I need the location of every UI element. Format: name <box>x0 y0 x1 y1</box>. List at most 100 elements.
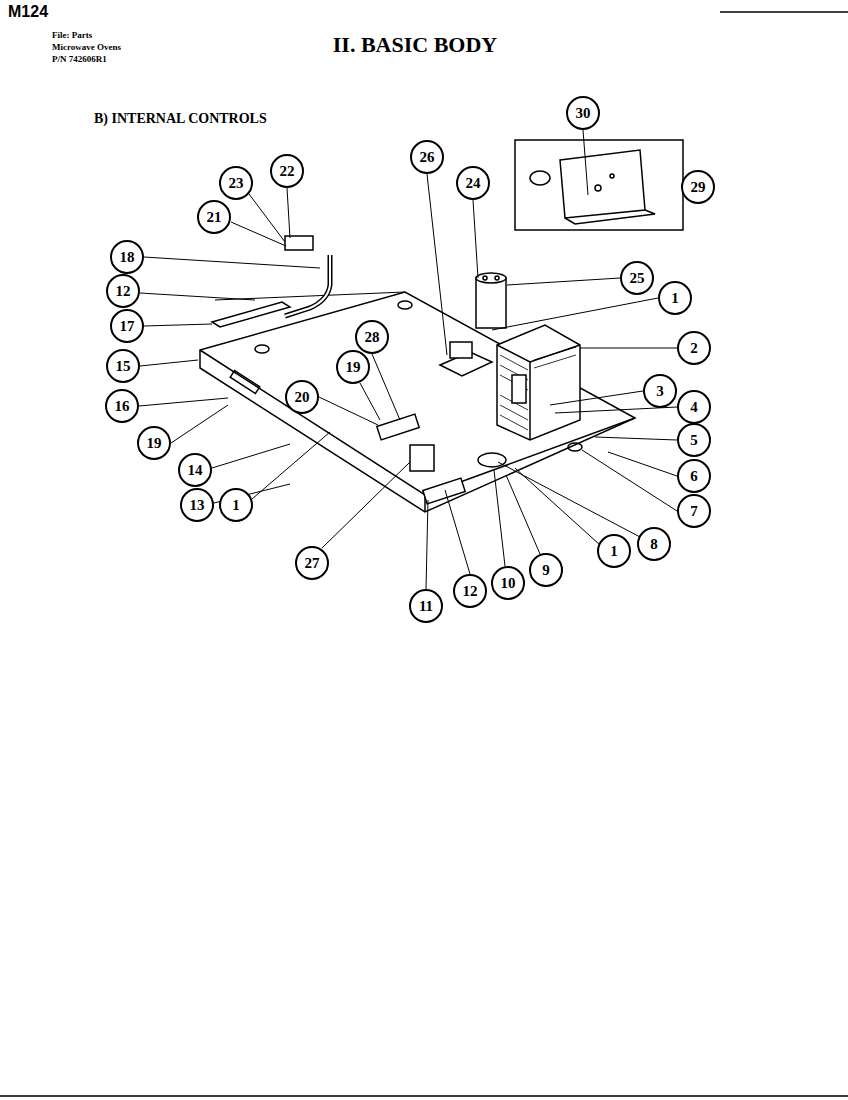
terminal-block <box>423 478 465 504</box>
section-heading: B) INTERNAL CONTROLS <box>94 111 267 127</box>
callout-circle: 12 <box>106 274 140 308</box>
callout-number: 25 <box>630 270 645 287</box>
callout-number: 12 <box>116 283 131 300</box>
switch <box>285 236 313 250</box>
callout-number: 26 <box>420 149 435 166</box>
callout-number: 3 <box>656 383 664 400</box>
header-note: Microwave Ovens <box>52 42 121 52</box>
callout-circle: 25 <box>620 261 654 295</box>
callout-number: 10 <box>501 575 516 592</box>
callout-circle: 13 <box>180 488 214 522</box>
callout-number: 18 <box>120 249 135 266</box>
callout-circle: 19 <box>336 350 370 384</box>
capacitor <box>476 273 506 283</box>
transformer <box>497 345 580 362</box>
wire <box>285 255 330 316</box>
callout-number: 14 <box>188 462 203 479</box>
callout-number: 13 <box>190 497 205 514</box>
callout-circle: 29 <box>681 170 715 204</box>
callout-number: 2 <box>690 340 698 357</box>
callout-number: 19 <box>147 435 162 452</box>
transformer-coil <box>512 375 526 403</box>
callout-number: 1 <box>610 543 618 560</box>
inset-plate <box>560 150 645 218</box>
callout-circle: 24 <box>456 166 490 200</box>
callout-number: 12 <box>463 583 478 600</box>
callout-number: 16 <box>115 398 130 415</box>
callout-circle: 26 <box>410 140 444 174</box>
capacitor <box>476 278 506 328</box>
terminal-block <box>377 414 419 440</box>
callout-number: 30 <box>576 105 591 122</box>
callout-number: 29 <box>691 179 706 196</box>
callout-circle: 21 <box>197 200 231 234</box>
callout-number: 21 <box>207 209 222 226</box>
inset-frame <box>515 140 683 230</box>
callout-circle: 27 <box>295 546 329 580</box>
wire <box>285 255 330 316</box>
callout-circle: 1 <box>658 281 692 315</box>
callout-circle: 16 <box>105 389 139 423</box>
callout-circle: 19 <box>137 426 171 460</box>
bracket <box>212 302 290 327</box>
rule-line <box>720 11 848 13</box>
fuse-part <box>530 171 550 185</box>
transformer <box>497 325 580 440</box>
hole <box>568 443 582 451</box>
callout-circle: 7 <box>677 494 711 528</box>
callout-number: 5 <box>690 432 698 449</box>
callout-circle: 23 <box>219 166 253 200</box>
callout-number: 15 <box>116 358 131 375</box>
callout-circle: 5 <box>677 423 711 457</box>
callout-circle: 9 <box>529 553 563 587</box>
hole <box>255 345 269 353</box>
model-number: M124 <box>8 3 48 21</box>
diode <box>450 342 472 358</box>
callout-number: 9 <box>542 562 550 579</box>
leader-line <box>139 130 683 589</box>
callout-circle: 1 <box>597 534 631 568</box>
callout-circle: 1 <box>219 488 253 522</box>
header-note: P/N 742606R1 <box>52 54 107 64</box>
callout-number: 11 <box>419 598 433 615</box>
callout-circle: 22 <box>270 154 304 188</box>
callout-number: 17 <box>120 318 135 335</box>
callout-number: 28 <box>365 329 380 346</box>
callout-number: 1 <box>671 290 679 307</box>
callout-circle: 4 <box>677 390 711 424</box>
callout-circle: 12 <box>453 574 487 608</box>
transformer-laminations <box>500 347 576 430</box>
header-note: File: Parts <box>52 30 92 40</box>
callout-circle: 11 <box>409 589 443 623</box>
page-title: II. BASIC BODY <box>333 32 497 58</box>
callout-circle: 30 <box>566 96 600 130</box>
callout-number: 4 <box>690 399 698 416</box>
hole <box>478 453 506 467</box>
inset-plate <box>565 210 655 224</box>
callout-number: 19 <box>346 359 361 376</box>
callout-circle: 2 <box>677 331 711 365</box>
callout-circle: 15 <box>106 349 140 383</box>
callout-circle: 17 <box>110 309 144 343</box>
callout-circle: 3 <box>643 374 677 408</box>
callout-number: 6 <box>690 468 698 485</box>
callout-number: 23 <box>229 175 244 192</box>
callout-circle: 28 <box>355 320 389 354</box>
callout-number: 8 <box>650 536 658 553</box>
callout-number: 22 <box>280 163 295 180</box>
slot <box>230 370 260 393</box>
relay <box>410 445 434 471</box>
callout-circle: 18 <box>110 240 144 274</box>
callout-circle: 10 <box>491 566 525 600</box>
callout-number: 27 <box>305 555 320 572</box>
callout-circle: 14 <box>178 453 212 487</box>
callout-circle: 6 <box>677 459 711 493</box>
callout-number: 1 <box>232 497 240 514</box>
callout-number: 20 <box>295 389 310 406</box>
callout-circle: 8 <box>637 527 671 561</box>
transformer <box>529 362 531 440</box>
callout-number: 7 <box>690 503 698 520</box>
hole <box>398 301 412 309</box>
rule-line <box>0 1095 848 1097</box>
callout-number: 24 <box>466 175 481 192</box>
